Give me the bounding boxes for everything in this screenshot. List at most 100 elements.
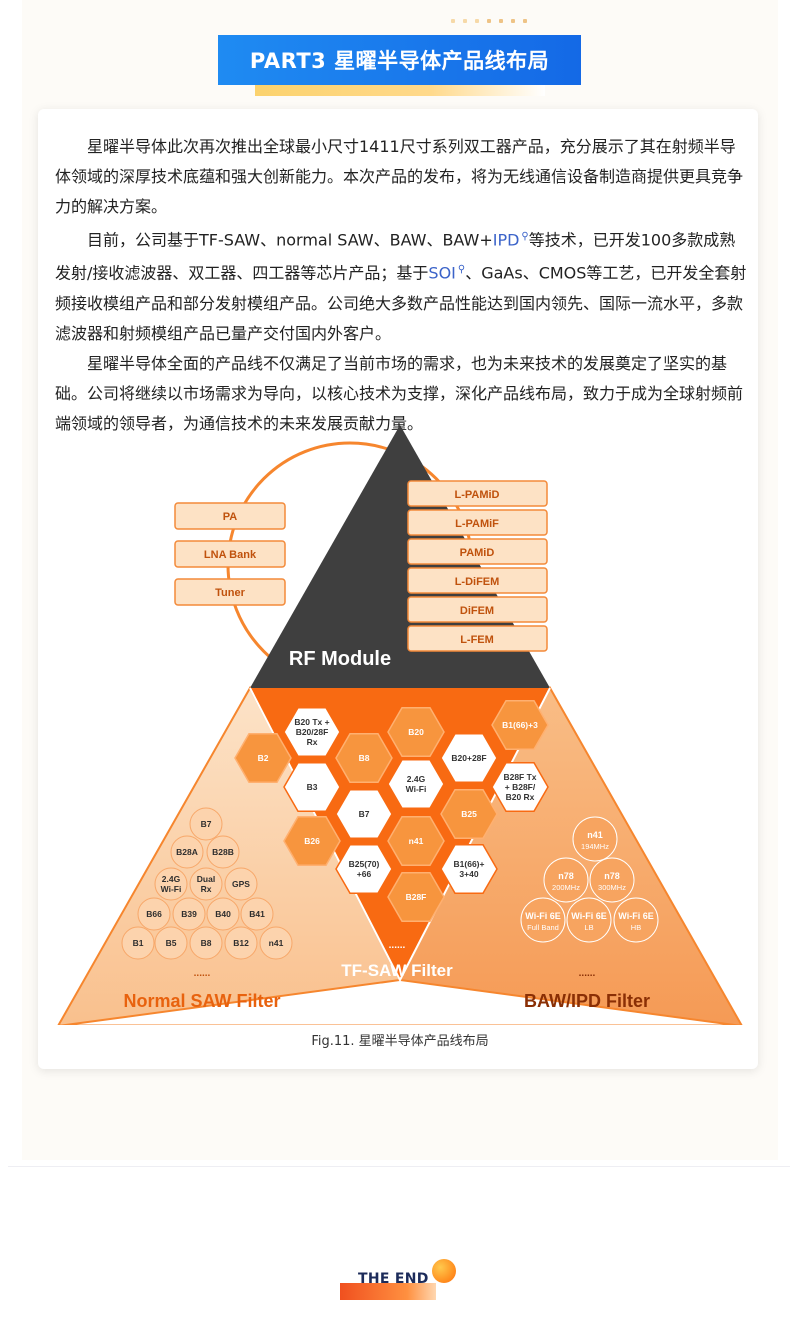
soi-link[interactable]: SOI xyxy=(428,263,456,283)
cell-label-line: Wi-Fi 6E xyxy=(618,911,653,921)
cell-label-line: B8 xyxy=(201,938,212,948)
cell-label-line: B40 xyxy=(215,909,231,919)
cell-label: B1 xyxy=(133,938,144,948)
rf-item-box xyxy=(407,509,548,536)
cell-label: B26 xyxy=(304,836,320,846)
cell-label-line: B28A xyxy=(176,847,198,857)
cell-label-line: 194MHz xyxy=(581,842,609,851)
cell-label-line: + B28F/ xyxy=(505,782,536,792)
cell-label-line: B28B xyxy=(212,847,234,857)
cell-label: B8 xyxy=(359,753,370,763)
normal-saw-circle xyxy=(206,897,240,931)
rf-item-box xyxy=(407,480,548,507)
cell-label: Wi-Fi 6E HB xyxy=(618,911,653,932)
cell-label-line: LB xyxy=(584,923,593,932)
cell-label: B1(66)+3+40 xyxy=(454,859,485,879)
baw-ipd-circle xyxy=(543,857,589,903)
cell-label: B39 xyxy=(181,909,197,919)
cell-label-line: B25 xyxy=(461,809,477,819)
cell-label-line: Wi-Fi xyxy=(406,784,427,794)
paragraph-2: 目前，公司基于TF-SAW、normal SAW、BAW、BAW+IPD⚲等技术… xyxy=(55,222,747,349)
ipd-link[interactable]: IPD xyxy=(492,230,520,250)
cell-label-line: B20 Rx xyxy=(506,792,535,802)
tf-saw-hex xyxy=(335,733,393,783)
normal-saw-circle xyxy=(224,926,258,960)
cell-label: B25(70)+66 xyxy=(349,859,380,879)
divider xyxy=(8,1166,790,1167)
cell-label: n41 xyxy=(409,836,424,846)
paragraph-1: 星曜半导体此次再次推出全球最小尺寸1411尺寸系列双工器产品，充分展示了其在射频… xyxy=(55,137,744,216)
normal-saw-circle xyxy=(189,867,223,901)
tf-saw-hex xyxy=(283,707,341,757)
article-body: 星曜半导体此次再次推出全球最小尺寸1411尺寸系列双工器产品，充分展示了其在射频… xyxy=(55,132,747,439)
tf-saw-hex xyxy=(387,872,445,922)
cell-label-line: B25(70) xyxy=(349,859,380,869)
tf-saw-hex xyxy=(234,733,292,783)
rf-right-list: L-PAMiD L-PAMiF PAMiD L-DiFEM DiFEM L-FE… xyxy=(407,480,548,652)
cell-label: B8 xyxy=(201,938,212,948)
normal-saw-circle xyxy=(259,926,293,960)
tf-saw-hex xyxy=(440,789,498,839)
cell-label: B1(66)+3 xyxy=(502,720,538,730)
cell-label-line: HB xyxy=(631,923,641,932)
normal-saw-more: ...... xyxy=(194,968,211,979)
rf-item-l-pamid: L-PAMiD xyxy=(454,489,499,501)
cell-label-line: B1(66)+ xyxy=(454,859,485,869)
cell-label: B28B xyxy=(212,847,234,857)
cell-label: B2 xyxy=(258,753,269,763)
normal-saw-circle xyxy=(224,867,258,901)
normal-saw-circle xyxy=(240,897,274,931)
tf-saw-hex xyxy=(491,762,549,812)
end-circle-icon xyxy=(432,1259,456,1283)
cell-label-line: B39 xyxy=(181,909,197,919)
tf-saw-title: TF-SAW Filter xyxy=(341,961,453,980)
rf-item-box xyxy=(407,596,548,623)
rf-item-l-difem: L-DiFEM xyxy=(455,576,500,588)
rf-item-box xyxy=(174,502,286,530)
cell-label: B3 xyxy=(307,782,318,792)
baw-ipd-circle xyxy=(566,897,612,943)
product-line-diagram: RF Module PA LNA Bank Tuner L-PAMiD L-PA… xyxy=(57,425,743,1025)
decorative-dots xyxy=(451,19,527,23)
cell-label-line: n78 xyxy=(558,871,574,881)
cell-label-line: n41 xyxy=(409,836,424,846)
search-icon[interactable]: ⚲ xyxy=(521,231,529,242)
normal-saw-circle xyxy=(154,867,188,901)
section-title-text: PART3 星曜半导体产品线布局 xyxy=(218,35,581,85)
tf-saw-hex xyxy=(335,789,393,839)
the-end-text: THE END xyxy=(358,1271,429,1287)
rf-item-box xyxy=(407,538,548,565)
cell-label-line: B20 xyxy=(408,727,424,737)
rf-module-title: RF Module xyxy=(289,648,391,670)
cell-label-line: B8 xyxy=(359,753,370,763)
cell-label-line: B41 xyxy=(249,909,265,919)
cell-label-line: B2 xyxy=(258,753,269,763)
cell-label: B20 xyxy=(408,727,424,737)
figure-caption: Fig.11. 星曜半导体产品线布局 xyxy=(311,1034,489,1049)
rf-item-difem: DiFEM xyxy=(460,605,494,617)
search-icon[interactable]: ⚲ xyxy=(457,264,466,276)
rf-item-box xyxy=(407,567,548,594)
cell-label-line: B66 xyxy=(146,909,162,919)
cell-label-line: B7 xyxy=(359,809,370,819)
cell-label: B12 xyxy=(233,938,249,948)
cell-label: B20+28F xyxy=(451,753,486,763)
cell-label-line: GPS xyxy=(232,879,250,889)
cell-label-line: B5 xyxy=(166,938,177,948)
baw-ipd-circle xyxy=(520,897,566,943)
rf-item-pa: PA xyxy=(223,511,238,523)
cell-label-line: +66 xyxy=(357,869,372,879)
rf-left-list: PA LNA Bank Tuner xyxy=(174,502,286,606)
tf-saw-hex xyxy=(335,844,393,894)
cell-label-line: n41 xyxy=(269,938,284,948)
tf-saw-hex xyxy=(283,762,341,812)
normal-saw-circle xyxy=(189,807,223,841)
normal-saw-circle xyxy=(172,897,206,931)
cell-label-line: Full Band xyxy=(527,923,559,932)
